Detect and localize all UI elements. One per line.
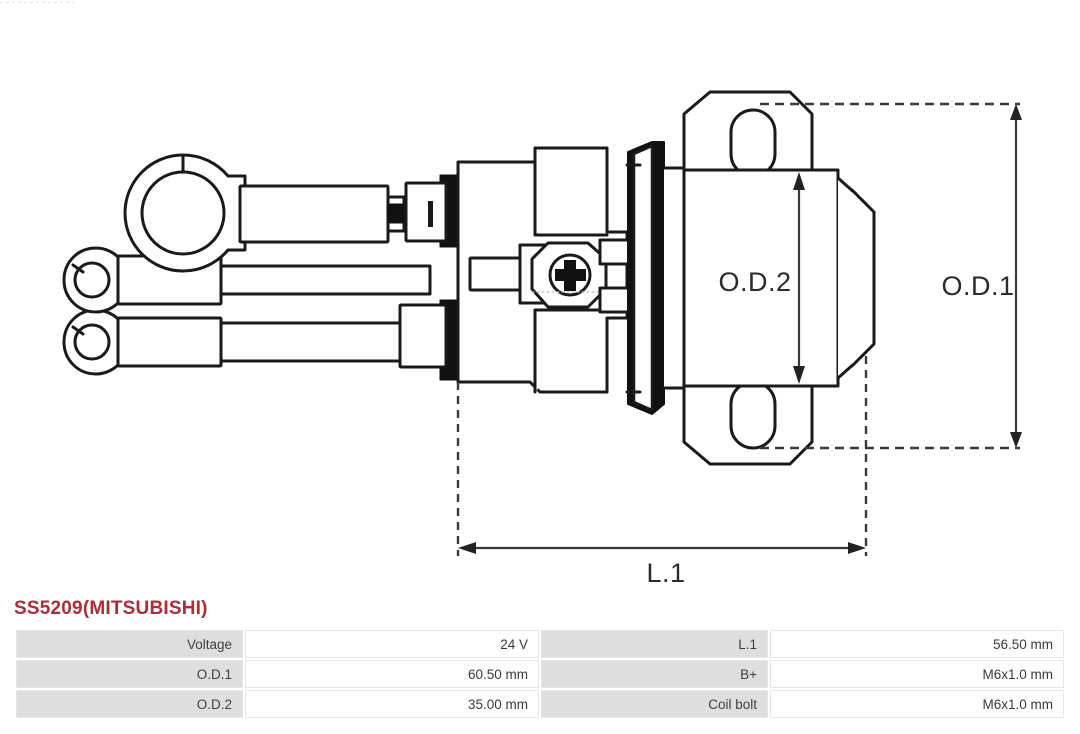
dimension-od1	[1010, 104, 1022, 448]
cable-middle	[219, 264, 432, 296]
table-row: O.D.2 35.00 mm Coil bolt M6x1.0 mm	[16, 690, 1064, 718]
technical-drawing: O.D.1 O.D.2 L.1	[62, 90, 1022, 588]
spec-value-l1: 56.50 mm	[770, 630, 1064, 658]
spec-value-bplus: M6x1.0 mm	[770, 660, 1064, 688]
spec-value-od1: 60.50 mm	[245, 660, 539, 688]
spec-value-voltage: 24 V	[245, 630, 539, 658]
body-step-upper	[533, 146, 609, 237]
spec-table: Voltage 24 V L.1 56.50 mm O.D.1 60.50 mm…	[14, 628, 1066, 720]
gasket-ring	[627, 141, 665, 415]
spec-value-coil-bolt: M6x1.0 mm	[770, 690, 1064, 718]
cable-lower	[219, 321, 404, 363]
spec-label-bplus: B+	[541, 660, 768, 688]
spec-label-od1: O.D.1	[16, 660, 243, 688]
table-row: O.D.1 60.50 mm B+ M6x1.0 mm	[16, 660, 1064, 688]
large-eyelet-ring	[123, 153, 247, 273]
phillips-cross-icon	[555, 260, 586, 291]
dimension-od2	[793, 172, 805, 384]
table-row: Voltage 24 V L.1 56.50 mm	[16, 630, 1064, 658]
dimension-label-od1: O.D.1	[941, 271, 1014, 301]
top-edge-artifact	[0, 2, 74, 3]
spec-label-od2: O.D.2	[16, 690, 243, 718]
body-step-lower	[533, 308, 609, 394]
dimension-l1	[458, 542, 866, 554]
spec-value-od2: 35.00 mm	[245, 690, 539, 718]
spec-label-voltage: Voltage	[16, 630, 243, 658]
terminal-block-upper	[404, 181, 448, 243]
cable-boot-lower	[116, 316, 223, 368]
solenoid-drawing-svg: O.D.1 O.D.2 L.1	[62, 90, 1022, 588]
spec-label-coil-bolt: Coil bolt	[541, 690, 768, 718]
stud-terminal-assembly	[468, 241, 608, 309]
spec-table-container: Voltage 24 V L.1 56.50 mm O.D.1 60.50 mm…	[14, 628, 1066, 720]
page-title: SS5209(MITSUBISHI)	[14, 598, 208, 619]
housing-neck-left	[662, 166, 686, 390]
dimension-label-l1: L.1	[646, 558, 685, 588]
spec-label-l1: L.1	[541, 630, 768, 658]
dimension-label-od2: O.D.2	[718, 267, 791, 297]
cable-boot-upper	[238, 184, 390, 244]
rear-cap-3	[860, 198, 876, 358]
terminal-block-lower	[398, 303, 448, 369]
dimension-lines	[456, 102, 1022, 556]
mounting-flange-lower	[682, 380, 814, 466]
